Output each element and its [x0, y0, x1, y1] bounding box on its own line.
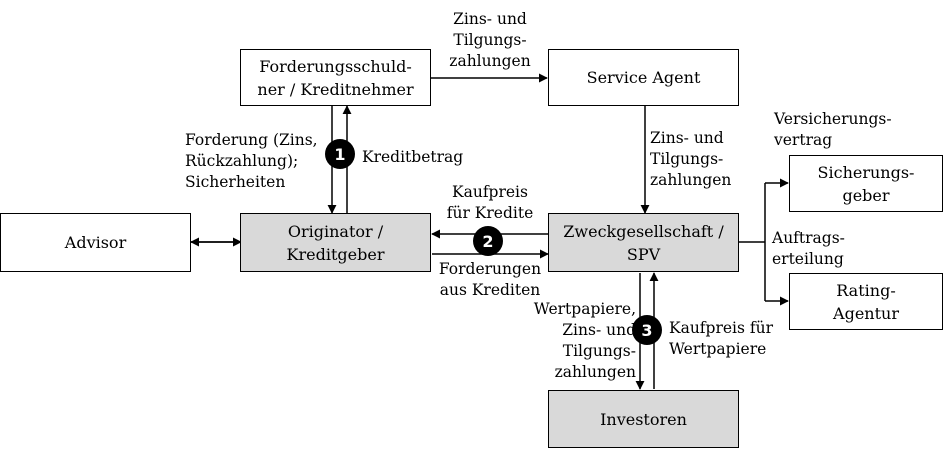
label-purchase-price-securities-line: Kaufpreis für [669, 319, 774, 337]
label-claim-line: Rückzahlung); [185, 152, 299, 170]
label-agent-payments-line: zahlungen [650, 171, 732, 189]
spv-box-line: Zweckgesellschaft / [563, 221, 724, 241]
spv-box: Zweckgesellschaft / SPV [548, 213, 739, 272]
label-agent-payments-line: Zins- und [650, 129, 724, 147]
originator-box-line: Kreditgeber [286, 244, 385, 264]
label-receivables-line: aus Krediten [439, 281, 541, 299]
guarantor-box-line: geber [842, 185, 890, 205]
service-agent-box-line: Service Agent [586, 68, 701, 87]
advisor-box-line: Advisor [64, 233, 127, 252]
label-top-payments-line: zahlungen [449, 52, 531, 70]
step-3-badge: 3 [632, 315, 662, 345]
service-agent-box: Service Agent [548, 49, 739, 106]
label-loan-amount: Kreditbetrag [362, 147, 463, 168]
label-securities-line: Wertpapiere, [533, 300, 636, 318]
label-mandate-line: Auftrags- [772, 229, 845, 247]
label-top-payments-line: Zins- und [453, 10, 527, 28]
label-receivables: Forderungen aus Krediten [430, 259, 550, 301]
label-securities-line: Zins- und [562, 321, 636, 339]
label-claim-line: Sicherheiten [185, 173, 286, 191]
label-insurance-contract-line: Versicherungs- [774, 110, 892, 128]
label-top-payments-line: Tilgungs- [453, 31, 527, 49]
debtor-box-line: ner / Kreditnehmer [257, 79, 414, 99]
step-1-badge: 1 [325, 139, 355, 169]
label-insurance-contract-line: vertrag [774, 131, 833, 149]
label-purchase-price-loans-line: für Kredite [446, 204, 534, 222]
label-mandate-line: erteilung [772, 250, 844, 268]
investors-box-line: Investoren [600, 409, 687, 429]
advisor-box: Advisor [0, 213, 191, 272]
label-purchase-price-securities-line: Wertpapiere [669, 340, 767, 358]
label-agent-payments-line: Tilgungs- [650, 150, 724, 168]
label-insurance-contract: Versicherungs-vertrag [774, 109, 892, 151]
label-securities-line: zahlungen [554, 363, 636, 381]
originator-box-line: Originator / [287, 221, 384, 241]
guarantor-box: Sicherungs-geber [789, 155, 943, 212]
debtor-box: Forderungsschuld-ner / Kreditnehmer [240, 49, 431, 106]
step-2-badge: 2 [473, 226, 503, 256]
label-claim-line: Forderung (Zins, [185, 131, 318, 149]
rating-agency-box-line: Rating- [836, 280, 896, 300]
spv-box-line: SPV [626, 244, 661, 264]
label-purchase-price-loans: Kaufpreis für Kredite [436, 182, 544, 224]
label-purchase-price-loans-line: Kaufpreis [452, 183, 528, 201]
investors-box: Investoren [548, 390, 739, 448]
label-securities-line: Tilgungs- [562, 342, 636, 360]
originator-box: Originator / Kreditgeber [240, 213, 431, 272]
debtor-box-line: Forderungsschuld- [259, 56, 412, 76]
guarantor-box-line: Sicherungs- [817, 162, 915, 182]
label-loan-amount-line: Kreditbetrag [362, 148, 464, 166]
label-claim: Forderung (Zins, Rückzahlung); Sicherheite… [185, 130, 318, 193]
rating-agency-box-line: Agentur [833, 303, 899, 323]
rating-agency-box: Rating- Agentur [789, 273, 943, 330]
label-receivables-line: Forderungen [438, 260, 542, 278]
label-mandate: Auftrags-erteilung [772, 228, 845, 270]
